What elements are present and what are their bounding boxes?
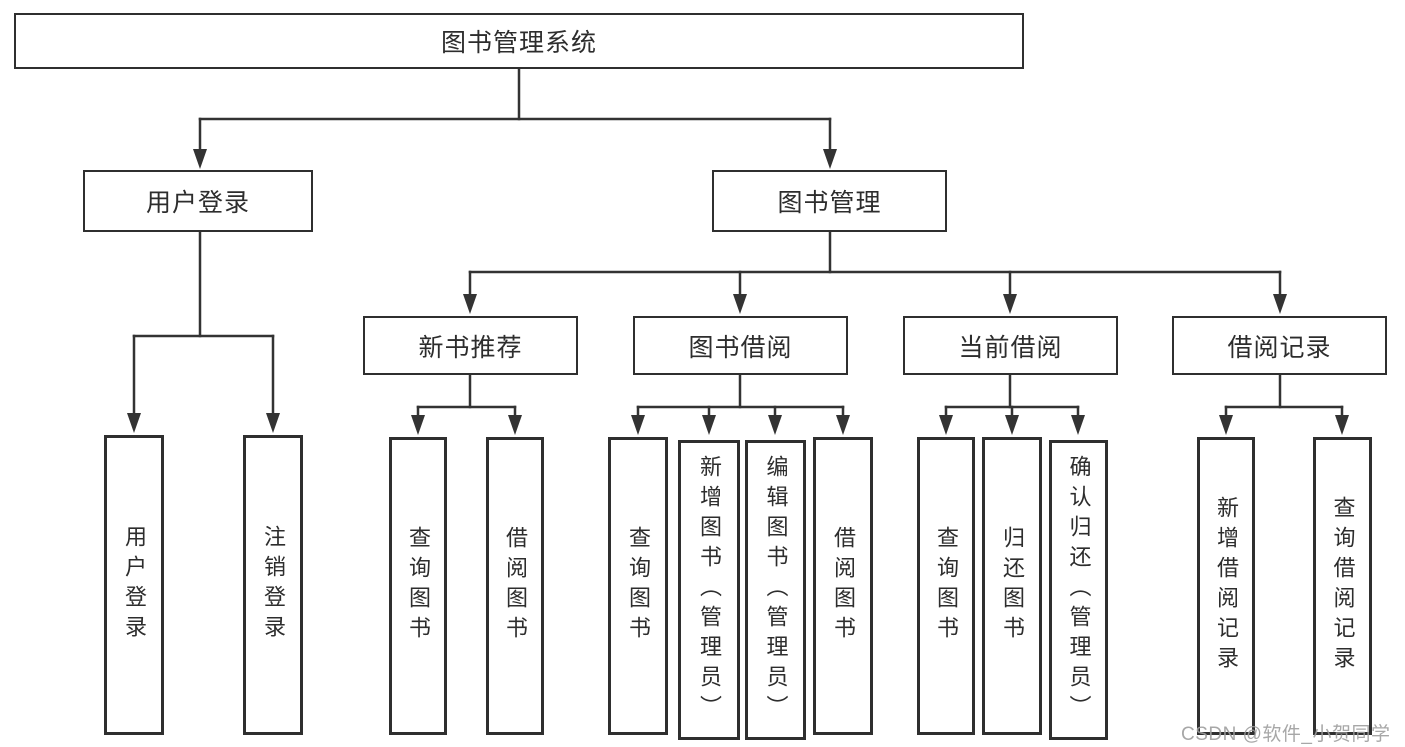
- leaf-query-books-recommend: 查询图书: [389, 437, 447, 735]
- node-current-borrow: 当前借阅: [903, 316, 1118, 375]
- node-book-management: 图书管理: [712, 170, 947, 232]
- leaf-query-borrow-record: 查询借阅记录: [1313, 437, 1372, 735]
- leaf-add-borrow-record: 新增借阅记录: [1197, 437, 1255, 735]
- leaf-return-books: 归还图书: [982, 437, 1042, 735]
- node-user-login: 用户登录: [83, 170, 313, 232]
- node-book-borrow: 图书借阅: [633, 316, 848, 375]
- leaf-borrow-books: 借阅图书: [813, 437, 873, 735]
- leaf-logout: 注销登录: [243, 435, 303, 735]
- leaf-query-books-borrow: 查询图书: [608, 437, 668, 735]
- leaf-user-login: 用户登录: [104, 435, 164, 735]
- node-borrow-records: 借阅记录: [1172, 316, 1387, 375]
- csdn-watermark: CSDN @软件_小贺同学: [1181, 724, 1391, 745]
- leaf-add-books-admin: 新增图书（管理员）: [678, 440, 740, 740]
- node-root-system: 图书管理系统: [14, 13, 1024, 69]
- leaf-confirm-return-admin: 确认归还（管理员）: [1049, 440, 1108, 740]
- node-new-book-recommend: 新书推荐: [363, 316, 578, 375]
- leaf-query-books-current: 查询图书: [917, 437, 975, 735]
- leaf-edit-books-admin: 编辑图书（管理员）: [745, 440, 806, 740]
- leaf-borrow-books-recommend: 借阅图书: [486, 437, 544, 735]
